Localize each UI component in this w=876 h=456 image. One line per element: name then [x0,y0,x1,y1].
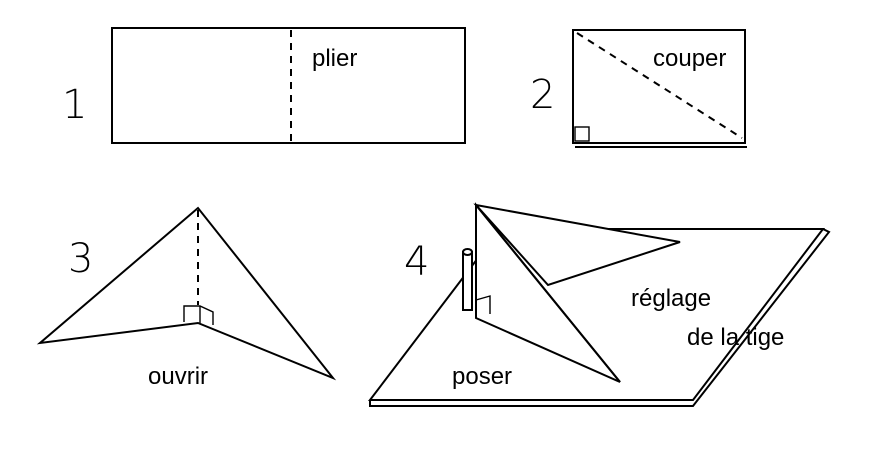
step-2-number: 2 [530,72,555,118]
gnomon-hypotenuse [475,204,621,383]
folded-paper [572,29,746,144]
adjust-label-line2: de la tige [687,324,784,351]
step-1-number: 1 [62,82,87,128]
cut-line [576,32,743,139]
step-3-number: 3 [68,236,93,282]
step-2: 2 couper [530,29,747,148]
step-1: 1 plier [62,27,466,144]
rod [462,251,473,311]
right-angle-mark [574,126,590,142]
adjust-label-line1: réglage [631,285,711,312]
base-plate-edge [369,228,831,407]
gnomon-shadow-flap [473,203,681,287]
step-3-caption: ouvrir [148,363,208,390]
step-4-number: 4 [404,239,429,285]
step-2-caption: couper [653,45,726,72]
rod-top [462,248,473,256]
step-1-caption: plier [312,45,357,72]
paper-rectangle [111,27,466,144]
step-4: 4 poser réglage de la tige [367,202,831,407]
right-angle-mark [475,295,491,314]
step-3: 3 ouvrir [36,206,337,390]
step-4-caption: poser [452,363,512,390]
opened-triangle [36,206,337,381]
